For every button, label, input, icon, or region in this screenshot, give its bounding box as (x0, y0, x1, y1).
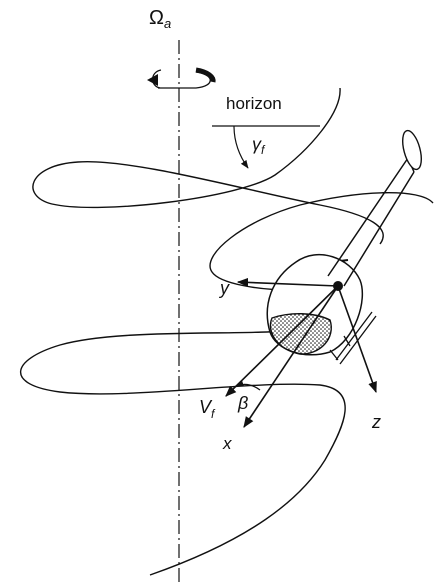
z-axis-label: z (371, 412, 381, 432)
body-axes (225, 277, 377, 428)
z-axis-arrow (337, 285, 377, 394)
canopy (269, 313, 332, 355)
y-axis-arrow (236, 277, 339, 287)
tail-rotor (401, 129, 423, 171)
helicopter (266, 129, 423, 365)
beta-label: β (237, 393, 248, 413)
gamma-label: γf (252, 134, 266, 157)
x-axis-arrow (243, 285, 339, 428)
gamma-arc (233, 125, 249, 169)
horizon-label: horizon (226, 94, 282, 113)
omega-label: Ωa (149, 7, 171, 31)
rotation-arrow-icon (147, 67, 216, 89)
y-axis-label: y (218, 278, 230, 298)
velocity-arrow (225, 285, 339, 397)
spiral-path (19, 87, 434, 576)
tail-boom (327, 157, 415, 287)
beta-arc (235, 380, 261, 391)
x-axis-label: x (222, 434, 232, 453)
velocity-label: Vf (199, 397, 216, 421)
